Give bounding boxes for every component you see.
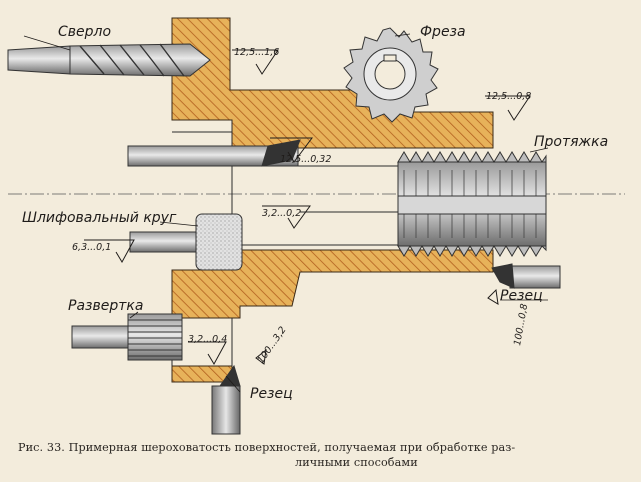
label-rezec-bottom: Резец <box>250 386 293 402</box>
leader-lines <box>23 33 549 393</box>
roughness-r8: 100...0,8 <box>512 303 530 347</box>
bottom-cutter <box>211 364 241 435</box>
caption-line-2: личными способами <box>295 456 418 469</box>
label-rezec-right: Резец <box>500 288 543 304</box>
label-protyazhka: Протяжка <box>534 134 608 150</box>
reamer-tool <box>71 313 183 361</box>
roughness-r7: 100...3,2 <box>255 325 288 366</box>
roughness-r6: 3,2...0,4 <box>188 334 227 345</box>
milling-cutter <box>343 27 439 123</box>
grinding-wheel <box>129 213 243 271</box>
roughness-r2: 12,5...0,8 <box>486 91 531 102</box>
roughness-r1: 12,5...1,6 <box>234 47 279 58</box>
label-shlif: Шлифовальный круг <box>22 210 177 226</box>
broach-tool <box>397 151 547 257</box>
label-freza: Фреза <box>420 24 466 40</box>
roughness-r3: 12,5...0,32 <box>280 154 331 165</box>
boring-bar <box>127 139 301 167</box>
label-razvertka: Развертка <box>68 298 143 314</box>
caption-line-1: Рис. 33. Примерная шероховатость поверхн… <box>18 441 516 454</box>
roughness-r4: 3,2...0,2 <box>262 208 301 219</box>
right-cutter <box>491 263 561 289</box>
figure-caption: Рис. 33. Примерная шероховатость поверхн… <box>18 440 628 470</box>
roughness-symbols <box>84 49 531 366</box>
drill-tool <box>7 43 211 77</box>
label-sverlo: Сверло <box>58 24 111 40</box>
roughness-r5: 6,3...0,1 <box>72 242 111 253</box>
